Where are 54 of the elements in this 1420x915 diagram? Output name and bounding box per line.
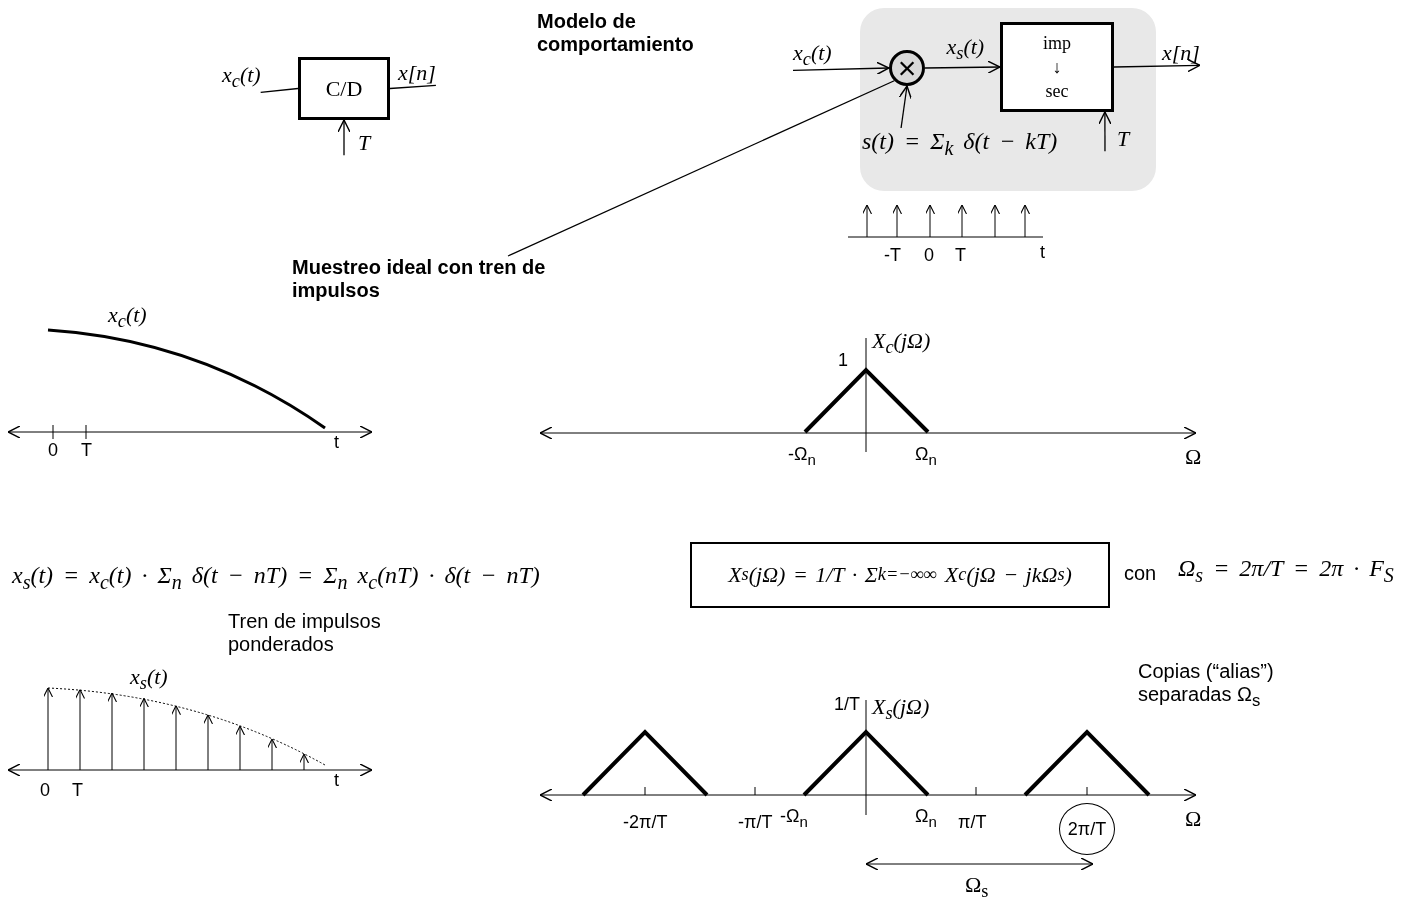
arrow bbox=[337, 119, 351, 156]
signal-label: x$_{c}$(t) bbox=[222, 62, 261, 93]
dimension-label: Ω$_{s}$ bbox=[965, 872, 989, 903]
circled-tick-label: 2π/T bbox=[1059, 803, 1115, 855]
tick-label: 0 bbox=[40, 780, 50, 801]
arrow bbox=[792, 61, 890, 75]
multiplier-circle: × bbox=[889, 50, 925, 86]
model-panel bbox=[860, 8, 1156, 191]
signal-label: x$_{s}$(t) bbox=[130, 664, 168, 695]
signal-label: X$_{s}$(jΩ) bbox=[872, 694, 930, 725]
converter-block: imp ↓ sec bbox=[1000, 22, 1114, 112]
tick-label: Ω$_{n}$ bbox=[915, 806, 937, 830]
tick-label: T bbox=[81, 440, 92, 461]
axis-label: t bbox=[1040, 242, 1045, 263]
tick-label: -π/T bbox=[738, 812, 773, 833]
leader-line bbox=[507, 80, 895, 257]
formula: x$_{s}$(t) = x$_{c}$(t) · Σ$_{n}$ δ(t − nT) = Σ$_{n}$ x$_{c}$(nT) · δ(t − nT) bbox=[12, 562, 540, 594]
signal-label: x[n] bbox=[398, 60, 436, 86]
signal-label: x$_{c}$(t) bbox=[108, 302, 147, 333]
line bbox=[260, 87, 299, 94]
axis-label: Ω bbox=[1185, 806, 1202, 832]
arrow bbox=[1113, 58, 1201, 73]
heading: Modelo de comportamiento bbox=[537, 10, 695, 56]
period-label: T bbox=[1105, 126, 1130, 152]
tick-label: -Ω$_{n}$ bbox=[788, 444, 816, 468]
axis-label: Ω bbox=[1185, 444, 1202, 470]
value-label: 1 bbox=[838, 350, 848, 371]
signal-label: x[n] bbox=[1162, 40, 1200, 66]
note-text: Copias (“alias”) separadas Ω$_{s}$ bbox=[1138, 660, 1275, 711]
note-text: Tren de impulsos ponderados bbox=[228, 610, 382, 656]
signal-label: X$_{c}$(jΩ) bbox=[872, 328, 931, 359]
value-label: 1/T bbox=[834, 694, 860, 715]
axis-label: t bbox=[334, 770, 339, 791]
tick-label: T bbox=[72, 780, 83, 801]
converter-block: C/D bbox=[298, 57, 390, 120]
callout-text: Muestreo ideal con tren de impulsos bbox=[292, 256, 562, 302]
line bbox=[389, 84, 437, 90]
formula: Ω$_{s}$ = 2π/T = 2π · F$_{S}$ bbox=[1178, 555, 1394, 587]
formula: s(t) = Σ$_{k}$ δ(t − kT) bbox=[862, 128, 1058, 160]
tick-label: 0 bbox=[48, 440, 58, 461]
arrow bbox=[924, 60, 1001, 74]
tick-label: 0 bbox=[924, 245, 934, 266]
tick-label: π/T bbox=[958, 812, 987, 833]
tick-label: -T bbox=[884, 245, 901, 266]
tick-label: Ω$_{n}$ bbox=[915, 444, 937, 468]
period-label: T bbox=[344, 130, 371, 156]
arrow bbox=[898, 85, 912, 129]
signal-label: x$_{c}$(t) bbox=[793, 40, 832, 71]
tick-label: -Ω$_{n}$ bbox=[780, 806, 808, 830]
connector-word: con bbox=[1124, 562, 1157, 585]
arrow bbox=[1098, 111, 1112, 152]
tick-label: T bbox=[955, 245, 966, 266]
axis-label: t bbox=[334, 432, 339, 453]
tick-label: -2π/T bbox=[623, 812, 668, 833]
